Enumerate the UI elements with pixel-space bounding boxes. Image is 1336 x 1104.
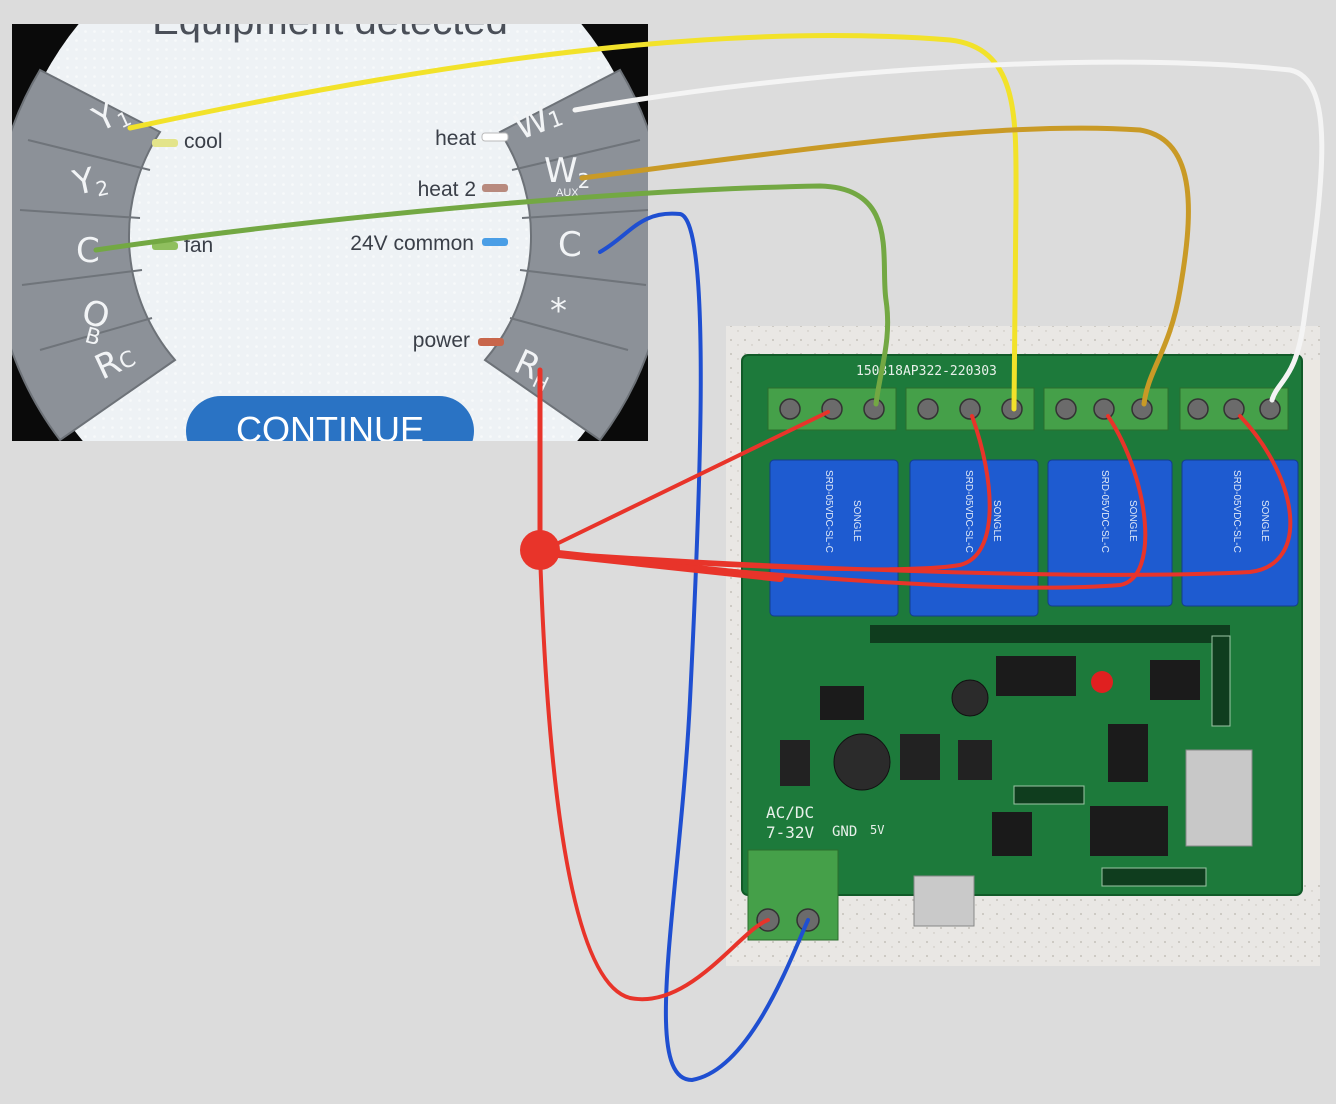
svg-text:SRD-05VDC-SL-C: SRD-05VDC-SL-C [823, 470, 834, 553]
power-terminal [747, 849, 839, 941]
wires [93, 33, 1325, 1082]
relay-1: SRD-05VDC-SL-C SONGLE [769, 459, 899, 617]
continue-button[interactable]: CONTINUE [186, 396, 474, 466]
svg-text:SONGLE: SONGLE [1259, 500, 1270, 542]
label-power: power [413, 329, 470, 352]
relay-board-photo: 150318AP322-220303 SRD-05VDC-SL-C SONGLE… [726, 326, 1320, 966]
wire-green [93, 183, 891, 407]
label-5v: 5V [870, 823, 884, 837]
wire-yellow [127, 33, 1019, 412]
relay-terminals [767, 387, 1289, 431]
label-24v-common: 24V common [350, 232, 474, 255]
label-heat: heat [435, 127, 476, 150]
label-fan: fan [184, 234, 213, 257]
label-voltage: 7-32V [766, 823, 815, 842]
wire-blue [598, 211, 810, 1082]
terminal-star: * [550, 291, 567, 331]
svg-text:SRD-05VDC-SL-C: SRD-05VDC-SL-C [1231, 470, 1242, 553]
relay-2: SRD-05VDC-SL-C SONGLE [909, 459, 1039, 617]
wire-red-r4 [538, 414, 1293, 577]
svg-text:SONGLE: SONGLE [851, 500, 862, 542]
continue-label: CONTINUE [236, 409, 424, 450]
label-gnd: GND [832, 824, 857, 840]
wire-red-r3 [538, 414, 1148, 590]
screen-header: Equipment detected [152, 0, 508, 43]
wire-gold [579, 125, 1191, 407]
label-heat2: heat 2 [418, 178, 476, 201]
thermostat-screen: Equipment detected Y1 Y2 C OB RC W1 W2 A… [12, 0, 648, 466]
red-junction [520, 530, 560, 570]
label-acdc: AC/DC [766, 803, 814, 822]
wire-white [572, 59, 1325, 403]
svg-text:SRD-05VDC-SL-C: SRD-05VDC-SL-C [1099, 470, 1110, 553]
wire-red-power [538, 550, 770, 1002]
label-cool: cool [184, 130, 223, 153]
svg-text:SONGLE: SONGLE [991, 500, 1002, 542]
svg-text:SONGLE: SONGLE [1127, 500, 1138, 542]
terminal-c-right: C [558, 225, 582, 265]
board-serial: 150318AP322-220303 [856, 364, 997, 379]
board-components [780, 625, 1253, 927]
relay-4: SRD-05VDC-SL-C SONGLE [1181, 459, 1299, 607]
terminal-c-left: C [76, 231, 100, 271]
svg-text:SRD-05VDC-SL-C: SRD-05VDC-SL-C [963, 470, 974, 553]
wire-red-r1 [538, 410, 830, 554]
